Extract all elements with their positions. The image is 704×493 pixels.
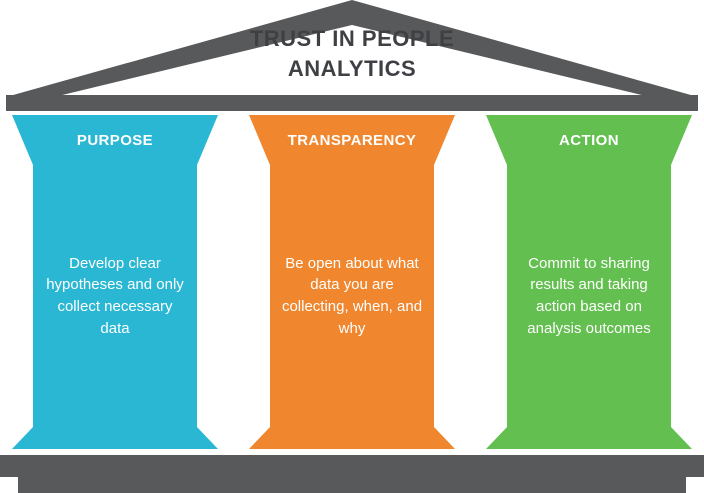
pillar-transparency-capital: TRANSPARENCY [249,115,455,165]
diagram-title-line1: TRUST IN PEOPLE [249,26,455,51]
pillar-purpose-capital: PURPOSE [12,115,218,165]
pillar-purpose-shaft: Develop clear hypotheses and only collec… [33,165,197,427]
pediment-inner-triangle [54,25,650,97]
pillar-purpose-header: PURPOSE [76,131,154,149]
pillar-transparency: TRANSPARENCY Be open about what data you… [249,115,455,449]
pillar-action-shaft: Commit to sharing results and taking act… [507,165,671,427]
diagram-title: TRUST IN PEOPLE ANALYTICS [0,24,704,83]
architrave-bar [6,95,698,111]
pillar-action: ACTION Commit to sharing results and tak… [486,115,692,449]
pillar-transparency-shaft: Be open about what data you are collecti… [270,165,434,427]
stylobate-step-upper [0,455,704,477]
diagram-title-line2: ANALYTICS [287,55,417,81]
pillar-transparency-body: Be open about what data you are collecti… [281,254,423,337]
pillar-action-capital: ACTION [486,115,692,165]
pillar-action-base [486,427,692,449]
pillar-purpose-base [12,427,218,449]
pillar-action-header: ACTION [559,131,619,149]
pediment-roof [6,0,698,97]
pillar-action-body: Commit to sharing results and taking act… [527,254,651,337]
stylobate-step-lower [18,477,686,493]
pillar-transparency-header: TRANSPARENCY [287,131,417,149]
pillar-purpose: PURPOSE Develop clear hypotheses and onl… [12,115,218,449]
pillar-transparency-base [249,427,455,449]
pillars-row: PURPOSE Develop clear hypotheses and onl… [12,115,692,449]
pillar-purpose-body: Develop clear hypotheses and only collec… [46,254,184,337]
